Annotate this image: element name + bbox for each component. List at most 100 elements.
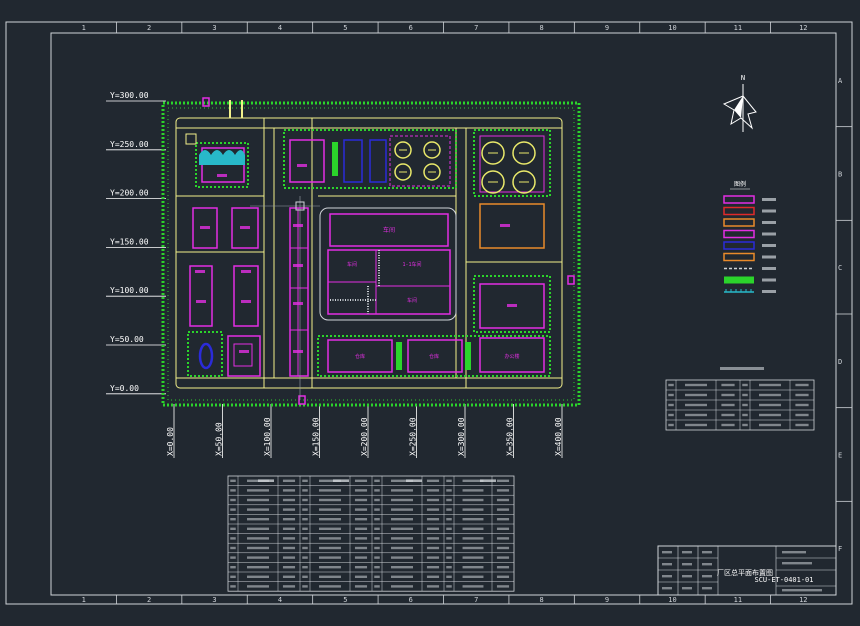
column-number: 6 [409,24,413,32]
column-number: 4 [278,24,282,32]
y-label: Y=100.00 [110,286,149,295]
x-label: X=400.00 [554,417,563,456]
y-label: Y=150.00 [110,237,149,246]
legend-swatch [723,195,755,204]
central-complex [319,207,457,321]
column-number: 3 [212,24,216,32]
west-green-field [187,331,223,377]
column-number: 6 [409,596,413,604]
title-block: 厂区总平面布置图 SCU-ET-0401-01 [657,545,837,596]
column-number: 12 [799,596,807,604]
y-label: Y=0.00 [110,384,139,393]
label-zone-b: 车间 [407,297,417,304]
row-letter: F [838,545,842,553]
legend: 图例 [723,180,776,293]
north-arrow: N [722,74,757,132]
column-number: 2 [147,596,151,604]
central-column [250,196,320,400]
row-letter: A [838,77,843,85]
storage-tank [423,141,441,159]
storage-tank [512,141,536,165]
column-number: 5 [343,596,347,604]
legend-swatch [724,276,754,284]
column-number: 10 [668,24,676,32]
column-number: 12 [799,24,807,32]
column-number: 4 [278,596,282,604]
east-middle-building [473,275,551,333]
gate-north [202,97,210,107]
column-number: 9 [605,24,609,32]
y-label: Y=250.00 [110,140,149,149]
north-tanks [394,141,441,181]
legend-swatch [723,229,755,239]
drawing-title: 厂区总平面布置图 [717,568,773,577]
column-number: 1 [82,596,86,604]
label-office: 办公楼 [504,353,519,360]
row-letter: B [838,171,842,179]
site-statistics-table [665,367,815,431]
column-number: 2 [147,24,151,32]
y-label: Y=200.00 [110,189,149,198]
gate-south [298,395,306,405]
column-number: 8 [540,596,544,604]
column-number: 1 [82,24,86,32]
legend-swatch [723,218,755,227]
x-label: X=100.00 [263,417,272,456]
column-number: 5 [343,24,347,32]
svg-text:图例: 图例 [734,180,746,188]
gate-east [567,275,575,285]
storage-tank [512,170,536,194]
ne-tank-farm [473,129,551,249]
x-label: X=50.00 [215,422,224,456]
legend-swatch [723,241,755,250]
column-number: 7 [474,596,478,604]
label-warehouse-2: 仓库 [429,353,439,360]
x-label: X=350.00 [506,417,515,456]
column-number: 3 [212,596,216,604]
column-number: 11 [734,596,742,604]
x-label: X=150.00 [312,417,321,456]
legend-swatch [723,206,755,216]
drawing-number: SCU-ET-0401-01 [754,576,813,584]
x-coordinate-labels: X=0.00 X=50.00 X=100.00 X=150.00 X=200.00 X=2… [166,404,563,458]
site-boundary [161,101,581,407]
column-number: 10 [668,596,676,604]
x-label: X=250.00 [409,417,418,456]
x-label: X=200.00 [360,417,369,456]
north-arrow-label: N [741,74,745,82]
storage-tank [394,141,412,159]
column-number: 7 [474,24,478,32]
y-coordinate-labels: Y=300.00Y=250.00Y=200.00Y=150.00Y=100.00… [106,91,166,395]
north-central-block [283,129,457,189]
storage-tank [394,163,412,181]
column-number: 9 [605,596,609,604]
label-main-shop: 车间 [383,226,395,234]
label-warehouse-1: 仓库 [355,353,365,360]
row-letter: E [838,452,842,460]
label-zone-a: 车间 [347,261,357,268]
storage-tank [481,170,505,194]
label-workshop-1: 1-1车间 [402,261,421,268]
storage-tank [423,163,441,181]
small-building-labels [195,164,517,353]
row-letter: D [838,358,842,366]
column-number: 11 [734,24,742,32]
row-letters-right: A B C D E F [836,77,852,553]
column-number: 8 [540,24,544,32]
ne-tanks [481,141,536,194]
y-label: Y=50.00 [110,335,144,344]
pool-area [185,133,249,188]
south-row [317,335,551,377]
y-label: Y=300.00 [110,91,149,100]
legend-swatch [723,252,755,262]
row-letter: C [838,264,842,272]
building-list-table [227,475,515,592]
storage-tank [481,141,505,165]
outer-frame [5,21,853,605]
x-label: X=0.00 [166,427,175,456]
west-buildings [189,207,261,377]
